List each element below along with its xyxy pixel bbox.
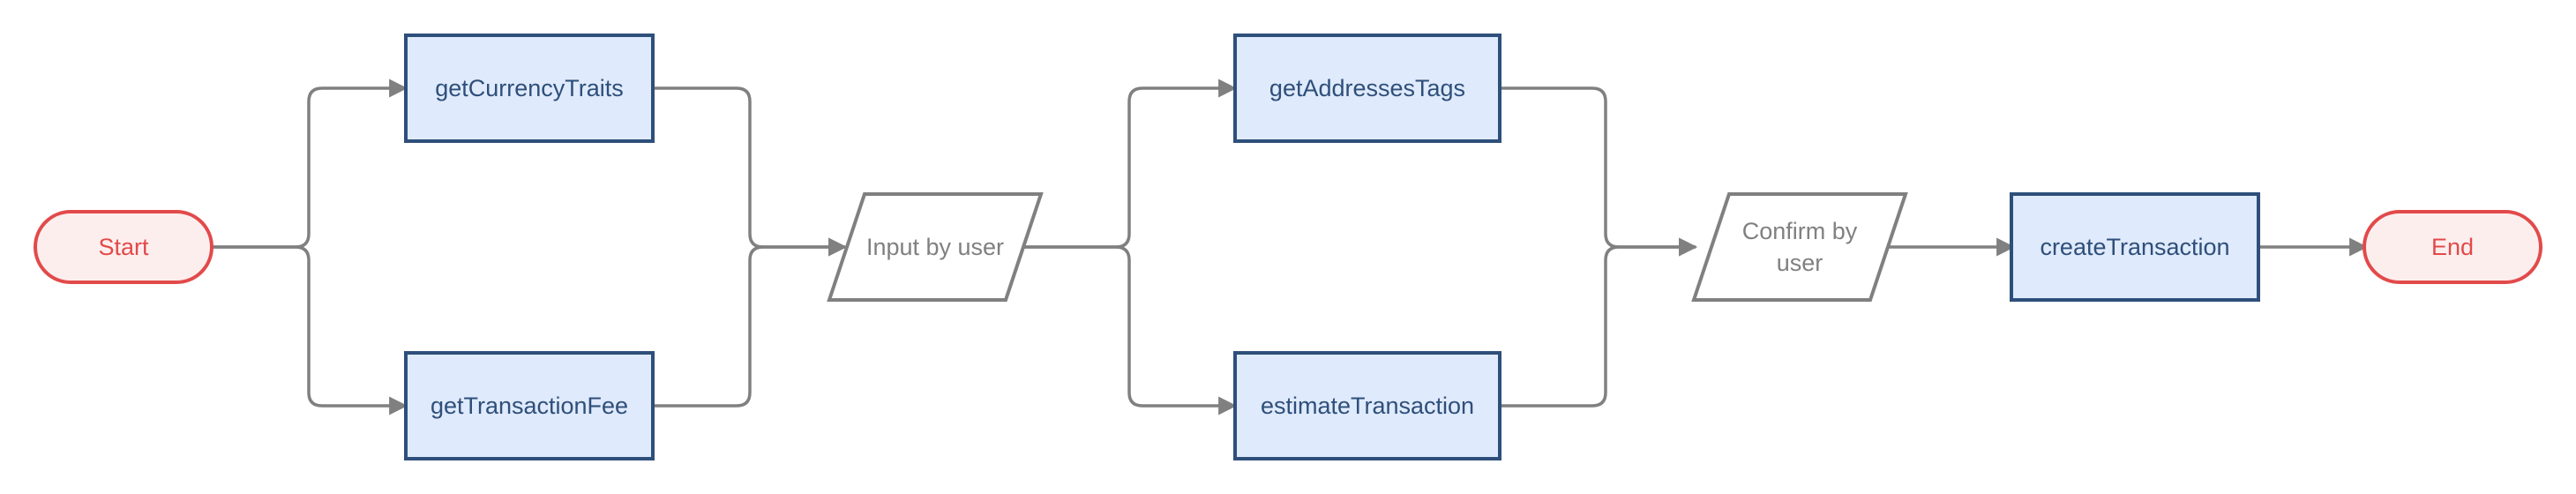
get-currency-traits-shape [404,34,655,143]
estimate-transaction-node: estimateTransaction [1233,351,1501,460]
get-addresses-tags-node: getAddressesTags [1233,34,1501,143]
get-addresses-tags-label: getAddressesTags [1269,75,1465,101]
end-shape [2363,210,2542,284]
create-transaction-shape [2010,192,2260,302]
connectors [212,79,2369,415]
connector-estimatetransaction-to-confirm [1500,237,1698,408]
estimate-transaction-label: estimateTransaction [1261,393,1474,419]
connector-getcurrencytraits-to-input [653,86,848,257]
input-by-user-shape [827,192,1044,302]
end-node: End [2363,210,2542,284]
end-label: End [2431,234,2474,260]
confirm-by-user-label-line1: Confirm by [1742,218,1858,244]
get-transaction-fee-shape [404,351,655,460]
get-currency-traits-node: getCurrencyTraits [404,34,655,143]
connector-input-to-getaddressestags [1022,79,1238,249]
input-by-user-label: Input by user [866,234,1004,260]
confirm-by-user-node: Confirm by user [1691,192,1908,302]
create-transaction-node: createTransaction [2010,192,2260,302]
connector-gettransactionfee-to-input [653,237,848,408]
connector-getaddressestags-to-confirm [1500,86,1698,257]
start-label: Start [98,234,149,260]
get-currency-traits-label: getCurrencyTraits [435,75,624,101]
get-transaction-fee-label: getTransactionFee [431,393,628,419]
create-transaction-label: createTransaction [2040,234,2229,260]
confirm-by-user-shape [1691,192,1908,302]
start-shape [34,210,213,284]
get-transaction-fee-node: getTransactionFee [404,351,655,460]
start-node: Start [34,210,213,284]
estimate-transaction-shape [1233,351,1501,460]
get-addresses-tags-shape [1233,34,1501,143]
input-by-user-node: Input by user [827,192,1044,302]
connector-input-to-estimatetransaction [1022,245,1238,415]
connector-start-to-gettransactionfee [212,245,408,415]
connector-start-to-getcurrencytraits [212,79,408,249]
confirm-by-user-label-line2: user [1777,250,1823,276]
